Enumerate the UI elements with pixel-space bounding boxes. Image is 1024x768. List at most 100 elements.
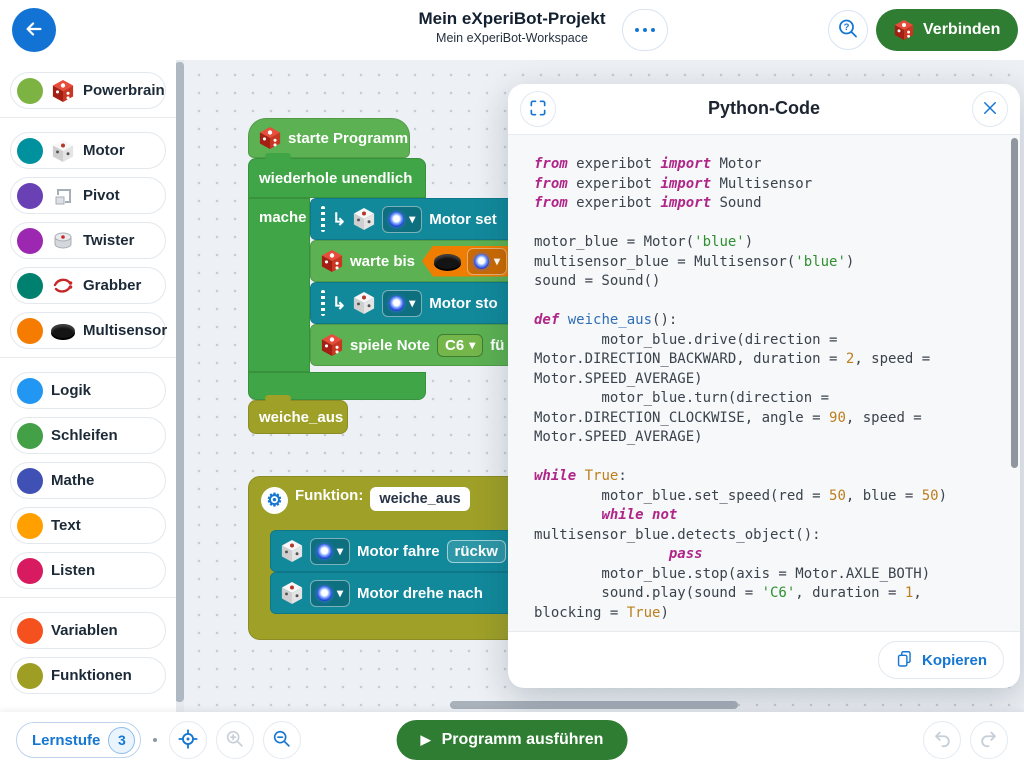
sidebar-item-schleifen[interactable]: Schleifen (10, 417, 166, 454)
bottom-bar: Lernstufe 3 ▶ Programm ausführen (0, 712, 1024, 768)
code-line: from experibot import Motor (534, 156, 762, 172)
page-title: Mein eXperiBot-Projekt (418, 9, 606, 28)
code-panel-footer: Kopieren (508, 632, 1020, 688)
sidebar-item-listen[interactable]: Listen (10, 552, 166, 589)
sequence-icon (321, 206, 325, 232)
port-dropdown[interactable]: ▾ (310, 579, 351, 607)
sidebar-divider (0, 117, 176, 118)
sidebar-item-twister[interactable]: Twister (10, 222, 166, 259)
function-name-input[interactable]: weiche_aus (370, 487, 470, 511)
powerbrain-cube-icon (259, 127, 281, 149)
code-line: multisensor_blue = Multisensor('blue') (534, 253, 855, 270)
block-wiederhole-unendlich[interactable]: wiederhole unendlich (248, 153, 426, 198)
loop-spine[interactable]: mache (248, 198, 310, 372)
sensor-condition-hexagon[interactable]: ▾ (422, 246, 519, 277)
sidebar-item-pivot[interactable]: Pivot (10, 177, 166, 214)
code-line: blocking = True) (534, 604, 669, 621)
sidebar-item-motor[interactable]: Motor (10, 132, 166, 169)
code-line (534, 214, 1000, 234)
header: Mein eXperiBot-Projekt Mein eXperiBot-Wo… (0, 0, 1024, 60)
code-line: motor_blue.stop(axis = Motor.AXLE_BOTH) (534, 565, 931, 582)
chevron-down-icon: ▾ (469, 338, 476, 352)
back-button[interactable] (12, 8, 56, 52)
more-dots-icon (634, 27, 640, 33)
motor-icon (51, 139, 75, 163)
code-line (534, 292, 1000, 312)
sidebar-item-text[interactable]: Text (10, 507, 166, 544)
canvas-horizontal-scrollbar[interactable] (450, 701, 738, 709)
powerbrain-cube-icon (321, 250, 343, 272)
code-panel-title: Python-Code (708, 98, 820, 118)
block-function-call-weiche-aus[interactable]: weiche_aus (248, 395, 348, 434)
zoom-out-button[interactable] (263, 721, 302, 759)
blue-led-icon (317, 585, 332, 601)
category-color-dot (17, 77, 43, 104)
undo-icon (931, 728, 953, 753)
lernstufe-button[interactable]: Lernstufe 3 (16, 722, 142, 758)
category-color-dot (17, 317, 43, 344)
code-line: Motor.DIRECTION_BACKWARD, duration = 2, … (534, 351, 931, 367)
block-motor-fahre[interactable]: ▾ Motor fahre rückw (270, 530, 534, 572)
code-line: multisensor_blue.detects_object(): (534, 526, 821, 543)
powerbrain-icon (51, 79, 75, 103)
powerbrain-cube-icon (321, 334, 343, 356)
project-titles: Mein eXperiBot-Projekt Mein eXperiBot-Wo… (352, 8, 672, 46)
copy-button[interactable]: Kopieren (877, 641, 1004, 679)
center-view-button[interactable] (169, 721, 208, 759)
scrollbar-thumb[interactable] (175, 62, 184, 702)
code-line: while not (601, 507, 678, 523)
motor-cube-icon (281, 540, 303, 562)
block-category-sidebar: Powerbrain Motor Pivot Twister (0, 60, 176, 712)
code-scrollbar-thumb[interactable] (1011, 138, 1018, 468)
category-color-dot (17, 467, 43, 494)
run-program-button[interactable]: ▶ Programm ausführen (396, 720, 628, 760)
port-dropdown[interactable]: ▾ (382, 205, 423, 233)
motor-cube-icon (354, 208, 375, 230)
sidebar-item-grabber[interactable]: Grabber (10, 267, 166, 304)
sidebar-item-powerbrain[interactable]: Powerbrain (10, 72, 166, 109)
workspace-subtitle: Mein eXperiBot-Workspace (436, 31, 588, 45)
code-line: pass (668, 546, 703, 562)
svg-text:?: ? (844, 22, 850, 33)
undo-button[interactable] (923, 721, 961, 759)
branch-arrow-icon: ↳ (332, 293, 347, 313)
code-panel-header: Python-Code (508, 84, 1020, 134)
grabber-icon (51, 274, 75, 298)
more-options-button[interactable] (622, 9, 668, 51)
block-starte-programm[interactable]: starte Programm (248, 118, 410, 158)
sidebar-item-variablen[interactable]: Variablen (10, 612, 166, 649)
crosshair-icon (177, 728, 199, 753)
play-icon: ▶ (420, 732, 431, 747)
close-button[interactable] (972, 91, 1008, 127)
note-dropdown[interactable]: C6 ▾ (437, 333, 484, 357)
canvas-vertical-scrollbar[interactable] (175, 60, 184, 712)
port-dropdown[interactable]: ▾ (382, 289, 423, 317)
sidebar-item-multisensor[interactable]: Multisensor (10, 312, 167, 349)
branch-arrow-icon: ↳ (332, 209, 347, 229)
sensor-port-dropdown[interactable]: ▾ (467, 248, 507, 275)
code-line: def weiche_aus(): (534, 312, 678, 328)
zoom-out-icon (271, 728, 293, 753)
zoom-in-button[interactable] (216, 721, 255, 759)
sidebar-item-funktionen[interactable]: Funktionen (10, 657, 166, 694)
category-color-dot (17, 377, 43, 404)
blue-led-icon (389, 211, 405, 227)
chevron-down-icon: ▾ (409, 212, 416, 226)
direction-dropdown[interactable]: rückw (446, 539, 506, 563)
lernstufe-level-badge: 3 (108, 726, 136, 754)
copy-icon (895, 649, 914, 672)
chevron-down-icon: ▾ (494, 254, 501, 268)
code-line: while True: (534, 468, 627, 484)
sidebar-item-mathe[interactable]: Mathe (10, 462, 166, 499)
expand-button[interactable] (520, 91, 556, 127)
chevron-down-icon: ▾ (337, 586, 344, 600)
port-dropdown[interactable]: ▾ (310, 537, 351, 565)
category-color-dot (17, 137, 43, 164)
connect-button[interactable]: Verbinden (876, 9, 1019, 51)
block-motor-drehe[interactable]: ▾ Motor drehe nach (270, 572, 534, 614)
help-search-button[interactable]: ? (828, 10, 868, 50)
sidebar-item-logik[interactable]: Logik (10, 372, 166, 409)
redo-button[interactable] (970, 721, 1008, 759)
